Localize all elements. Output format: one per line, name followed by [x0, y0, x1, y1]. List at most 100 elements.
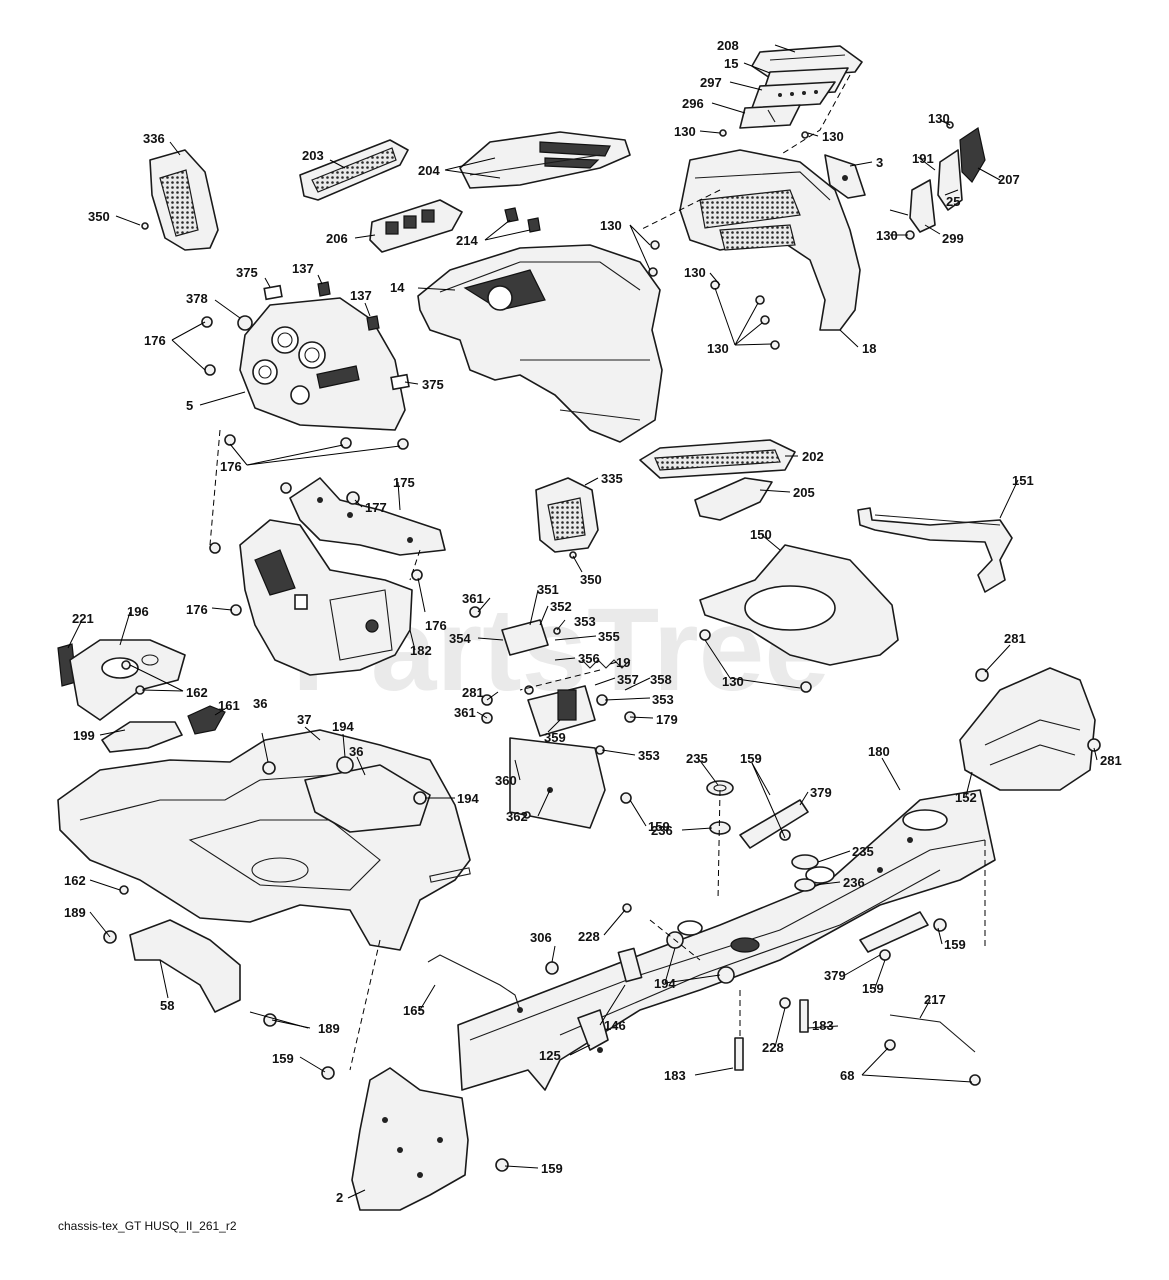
label-179: 179 [656, 712, 678, 727]
part-296-bracket [739, 104, 801, 129]
label-335: 335 [601, 471, 623, 486]
label-182: 182 [410, 643, 432, 658]
label-25: 25 [946, 194, 960, 209]
part-207-headlight-lens [959, 127, 986, 183]
label-236-b: 236 [843, 875, 865, 890]
label-137-a: 137 [292, 261, 314, 276]
part-236-bushing-b [794, 878, 816, 892]
part-182-lower-dash [239, 519, 413, 676]
label-191: 191 [912, 151, 934, 166]
part-151-bracket [857, 507, 1013, 593]
label-165: 165 [403, 1003, 425, 1018]
label-176-b: 176 [220, 459, 242, 474]
label-5: 5 [186, 398, 193, 413]
label-180: 180 [868, 744, 890, 759]
part-204-hood-top [459, 131, 631, 189]
label-146: 146 [604, 1018, 626, 1033]
label-355: 355 [598, 629, 620, 644]
part-378-nut [237, 315, 253, 331]
part-375-pad-a [263, 284, 283, 301]
label-37: 37 [297, 712, 311, 727]
part-375-pad-b [390, 373, 410, 391]
label-361-b: 361 [454, 705, 476, 720]
label-204: 204 [418, 163, 440, 178]
part-125-bracket [577, 1009, 609, 1051]
label-228-b: 228 [762, 1040, 784, 1055]
label-358: 358 [650, 672, 672, 687]
part-359-actuator [527, 685, 596, 737]
label-175: 175 [393, 475, 415, 490]
part-161-trim [187, 705, 226, 735]
part-19-spring [581, 659, 631, 669]
label-306: 306 [530, 930, 552, 945]
label-228-a: 228 [578, 929, 600, 944]
part-336-side-panel [149, 149, 219, 251]
label-196: 196 [127, 604, 149, 619]
label-336: 336 [143, 131, 165, 146]
label-350-b: 350 [580, 572, 602, 587]
part-labels: 208 15 297 296 130 130 336 203 204 3 130… [64, 38, 1122, 1205]
label-350-a: 350 [88, 209, 110, 224]
label-159-b: 159 [648, 819, 670, 834]
label-36-b: 36 [349, 744, 363, 759]
part-202-front-grille [639, 439, 796, 479]
label-18: 18 [862, 341, 876, 356]
label-207: 207 [998, 172, 1020, 187]
label-130-e: 130 [876, 228, 898, 243]
label-2: 2 [336, 1190, 343, 1205]
label-354: 354 [449, 631, 471, 646]
label-203: 203 [302, 148, 324, 163]
label-176-a: 176 [144, 333, 166, 348]
label-161: 161 [218, 698, 240, 713]
label-159-c: 159 [944, 937, 966, 952]
part-236-bushing-a [709, 821, 731, 835]
label-130-b: 130 [822, 129, 844, 144]
part-379-bracket-a [739, 799, 809, 849]
part-2-front-axle-bracket [351, 1067, 469, 1211]
label-281-b: 281 [462, 685, 484, 700]
label-194-b: 194 [457, 791, 479, 806]
part-297-emblem-plate [751, 81, 836, 109]
label-351: 351 [537, 582, 559, 597]
label-68: 68 [840, 1068, 854, 1083]
label-217: 217 [924, 992, 946, 1007]
label-236-a: 236 [651, 823, 673, 838]
part-14-hood [417, 244, 663, 443]
part-152-seat-pan [959, 667, 1096, 791]
label-130-d: 130 [600, 218, 622, 233]
label-214: 214 [456, 233, 478, 248]
label-130-f: 130 [684, 265, 706, 280]
label-235-a: 235 [686, 751, 708, 766]
label-14: 14 [390, 280, 405, 295]
label-208: 208 [717, 38, 739, 53]
label-362: 362 [506, 809, 528, 824]
part-37-footrest-pan [57, 729, 471, 951]
label-199: 199 [73, 728, 95, 743]
part-150-floor-plate [699, 544, 899, 666]
label-130-a: 130 [674, 124, 696, 139]
label-151: 151 [1012, 473, 1034, 488]
leader-lines [67, 44, 1098, 1199]
part-299-headlight-bracket [909, 179, 936, 233]
label-296: 296 [682, 96, 704, 111]
label-159-d: 159 [862, 981, 884, 996]
label-221: 221 [72, 611, 94, 626]
part-25-headlight-housing [937, 149, 963, 211]
label-176-c: 176 [186, 602, 208, 617]
label-183-b: 183 [664, 1068, 686, 1083]
part-137-clip-a [317, 281, 331, 297]
part-146-grommet [617, 947, 643, 983]
label-125: 125 [539, 1048, 561, 1063]
label-353-a: 353 [574, 614, 596, 629]
part-354-plate [501, 619, 549, 656]
part-18-front-shroud [679, 149, 861, 331]
label-361-a: 361 [462, 591, 484, 606]
label-375-a: 375 [236, 265, 258, 280]
diagram-caption: chassis-tex_GT HUSQ_II_261_r2 [58, 1219, 237, 1233]
label-379-a: 379 [810, 785, 832, 800]
label-137-b: 137 [350, 288, 372, 303]
label-19: 19 [616, 655, 630, 670]
part-175-support-bracket [289, 477, 446, 556]
label-352: 352 [550, 599, 572, 614]
label-281-c: 281 [1100, 753, 1122, 768]
